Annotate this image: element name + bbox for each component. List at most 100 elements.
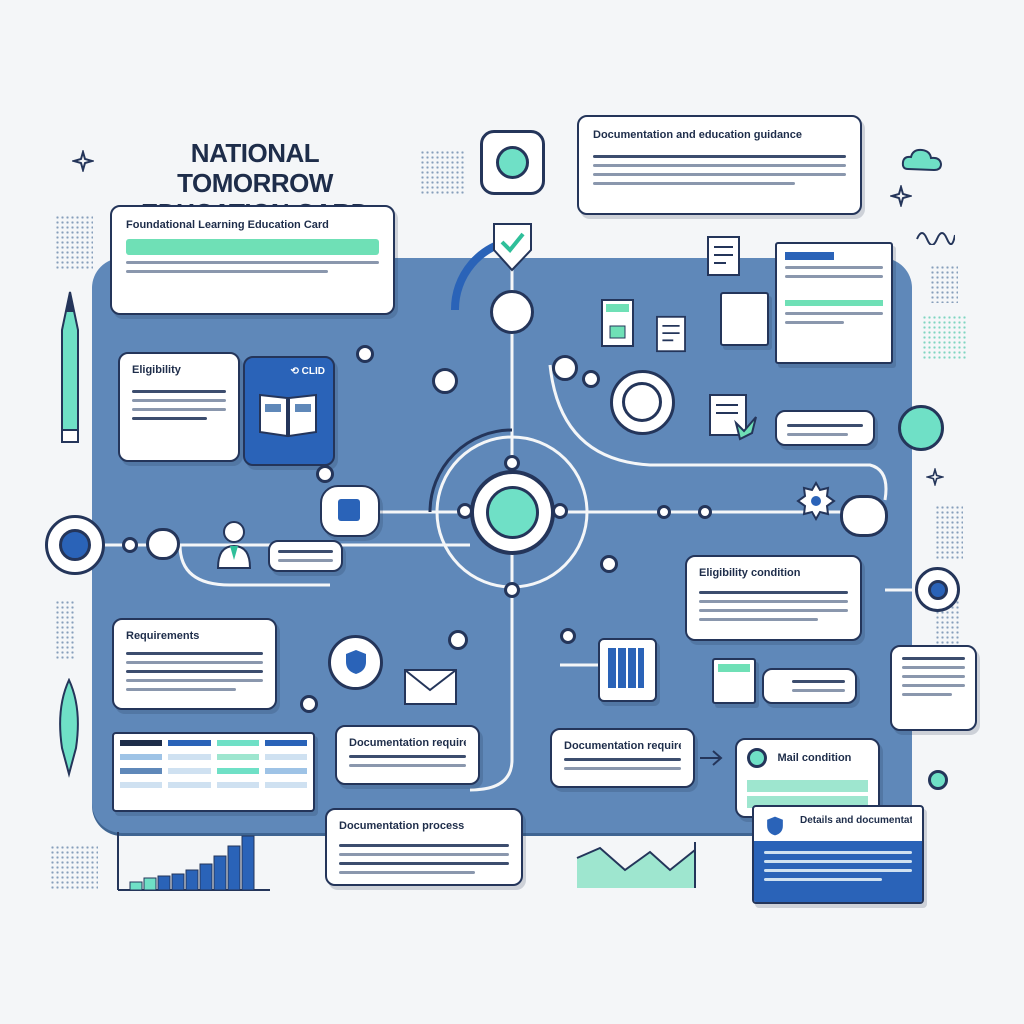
text-line: [792, 680, 845, 683]
text-line: [787, 433, 848, 436]
squiggle-icon: [916, 232, 955, 245]
document-icon: [656, 315, 686, 353]
small-label-card: [268, 540, 343, 572]
hub-dot[interactable]: [457, 503, 473, 519]
node[interactable]: [560, 628, 576, 644]
text-line: [787, 424, 863, 427]
area-chart-icon: [576, 842, 696, 888]
shield-icon: [346, 650, 366, 674]
card-title: Mail condition: [777, 752, 852, 764]
hub-dot[interactable]: [504, 455, 520, 471]
card-body: [754, 841, 922, 902]
text-line: [132, 390, 226, 393]
text-line: [132, 399, 226, 402]
info-card-documentation: Documentation and education guidance: [577, 115, 862, 215]
dot-texture: [930, 265, 958, 303]
text-line: [339, 862, 509, 865]
text-line: [764, 878, 883, 881]
eye-node[interactable]: [45, 515, 105, 575]
book-panel: ⟲ CLID: [243, 356, 335, 466]
text-line: [764, 851, 912, 854]
web-document-panel: [775, 242, 893, 364]
text-line: [593, 155, 846, 158]
calendar-grid: [608, 648, 644, 688]
text-line: [785, 266, 883, 269]
text-line: [785, 321, 844, 324]
right-node-core: [928, 580, 948, 600]
node[interactable]: [316, 465, 334, 483]
node[interactable]: [300, 695, 318, 713]
title-line-1: NATIONAL TOMORROW: [177, 138, 333, 198]
node[interactable]: [582, 370, 600, 388]
teal-node[interactable]: [898, 405, 944, 451]
highlight-bar: [785, 300, 883, 306]
sparkle-icon: [890, 185, 912, 207]
sparkle-icon: [926, 468, 944, 486]
cloud-icon: [901, 148, 943, 172]
dot-texture: [55, 600, 75, 660]
small-id-card: [712, 658, 756, 704]
hub-dot[interactable]: [552, 503, 568, 519]
check-shield-icon[interactable]: [490, 218, 535, 273]
dot-texture: [420, 150, 465, 195]
data-table: [112, 732, 315, 812]
header-bar: [785, 252, 834, 260]
document-check-icon: [709, 394, 757, 441]
right-node[interactable]: [915, 567, 960, 612]
node[interactable]: [552, 355, 578, 381]
info-card-foundational: Foundational Learning Education Card: [110, 205, 395, 315]
line-dot[interactable]: [698, 505, 712, 519]
text-line: [699, 618, 819, 621]
compass-node[interactable]: [840, 495, 888, 537]
text-line: [126, 679, 263, 682]
eligibility-card: Eligibility: [118, 352, 240, 462]
card-title: Foundational Learning Education Card: [126, 219, 329, 231]
dot-texture: [922, 315, 967, 360]
highlight-bar: [718, 664, 750, 672]
text-line: [902, 684, 965, 687]
document-icon: [707, 236, 740, 276]
line-dot[interactable]: [657, 505, 671, 519]
gear-icon: [796, 480, 836, 522]
book-icon: [259, 393, 317, 438]
shield-icon: [767, 816, 783, 836]
node[interactable]: [448, 630, 468, 650]
eligibility-condition-card: Eligibility condition: [685, 555, 862, 641]
card-title: Documentation and education guidance: [593, 129, 803, 141]
node[interactable]: [356, 345, 374, 363]
text-line: [339, 853, 509, 856]
text-line: [278, 550, 333, 553]
chat-node[interactable]: [146, 528, 180, 560]
central-hub[interactable]: [470, 470, 555, 555]
bar-chart-icon: [117, 832, 270, 891]
text-line: [699, 600, 848, 603]
small-info-card: [775, 410, 875, 446]
table-header: [120, 740, 307, 746]
target-icon: [496, 146, 529, 179]
text-line: [593, 173, 846, 176]
text-line: [699, 609, 848, 612]
text-line: [126, 270, 329, 273]
card-title: Requirements: [126, 630, 200, 642]
text-line: [902, 657, 965, 660]
node[interactable]: [432, 368, 458, 394]
text-line: [126, 661, 263, 664]
text-line: [126, 688, 236, 691]
shield-node[interactable]: [328, 635, 383, 690]
card-header: Details and documentation: [754, 807, 922, 841]
node[interactable]: [600, 555, 618, 573]
line-dot[interactable]: [122, 537, 138, 553]
text-line: [785, 275, 883, 278]
stamp-card[interactable]: [320, 485, 380, 537]
text-line: [339, 844, 509, 847]
seal-icon: [610, 370, 675, 435]
text-line: [902, 693, 953, 696]
target-node[interactable]: [480, 130, 545, 195]
node-top[interactable]: [490, 290, 534, 334]
card-title: Eligibility: [132, 364, 181, 376]
text-line: [349, 764, 466, 767]
hub-dot[interactable]: [504, 582, 520, 598]
documentation-process-card: Documentation process: [325, 808, 523, 886]
text-line: [349, 755, 466, 758]
calendar-icon[interactable]: [598, 638, 657, 702]
